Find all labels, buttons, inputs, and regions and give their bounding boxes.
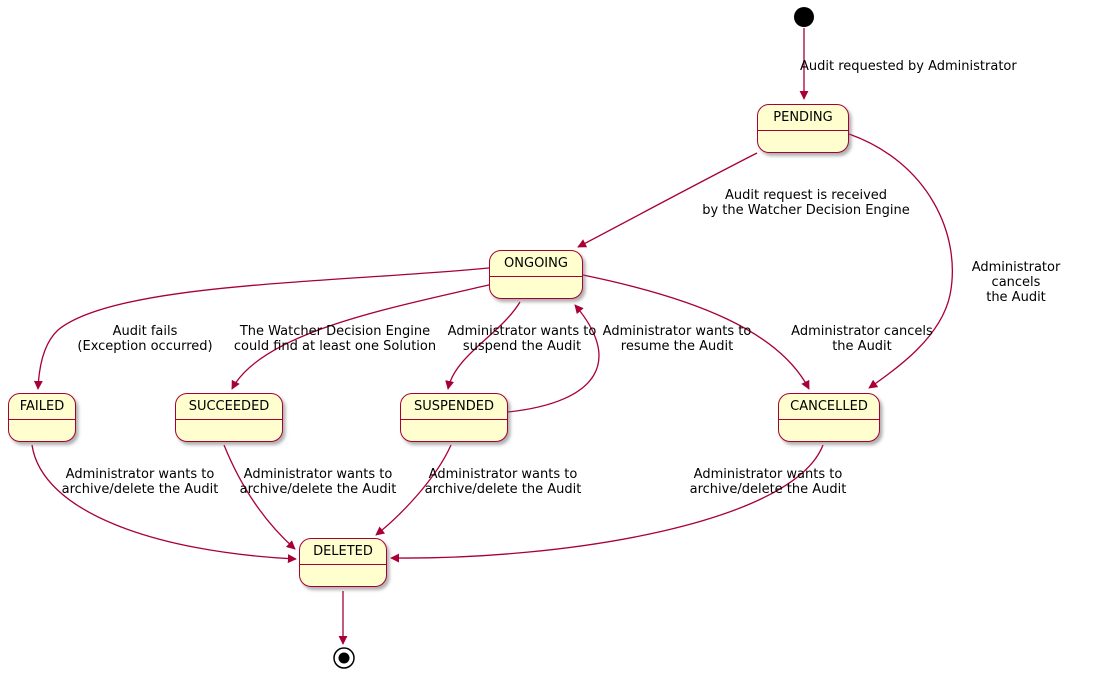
state-suspended-body: [401, 420, 507, 441]
edge-suspended-to-ongoing: [507, 304, 600, 413]
state-pending-label: PENDING: [758, 105, 848, 131]
final-state-dot: [333, 647, 355, 669]
label-ongoing-to-succeeded: The Watcher Decision Engine could find a…: [233, 324, 437, 354]
edge-ongoing-to-succeeded: [231, 283, 494, 390]
label-pending-to-ongoing: Audit request is received by the Watcher…: [702, 188, 910, 218]
state-succeeded: SUCCEEDED: [175, 393, 283, 442]
state-deleted-label: DELETED: [300, 539, 386, 565]
label-pending-to-cancelled: Administrator cancels the Audit: [971, 260, 1061, 305]
label-failed-to-deleted: Administrator wants to archive/delete th…: [61, 467, 219, 497]
edge-ongoing-to-suspended: [445, 301, 521, 390]
state-suspended-label: SUSPENDED: [401, 394, 507, 420]
state-succeeded-label: SUCCEEDED: [176, 394, 282, 420]
state-failed-label: FAILED: [9, 394, 75, 420]
state-deleted: DELETED: [299, 538, 387, 587]
label-cancelled-to-deleted: Administrator wants to archive/delete th…: [689, 467, 847, 497]
edge-pending-to-ongoing: [577, 152, 758, 248]
state-pending-body: [758, 131, 848, 152]
edge-failed-to-deleted: [31, 444, 297, 564]
label-ongoing-to-failed: Audit fails (Exception occurred): [77, 324, 213, 354]
edge-suspended-to-deleted: [375, 444, 452, 536]
state-pending: PENDING: [757, 104, 849, 153]
edge-ongoing-to-cancelled: [582, 274, 810, 390]
state-failed-body: [9, 420, 75, 441]
state-ongoing-label: ONGOING: [490, 251, 582, 277]
label-ongoing-to-cancelled: Administrator cancels the Audit: [791, 324, 933, 354]
state-ongoing-body: [490, 277, 582, 298]
state-cancelled: CANCELLED: [778, 393, 880, 442]
edge-cancelled-to-deleted: [390, 444, 824, 563]
state-suspended: SUSPENDED: [400, 393, 508, 442]
state-failed: FAILED: [8, 393, 76, 442]
state-cancelled-body: [779, 420, 879, 441]
label-succeeded-to-deleted: Administrator wants to archive/delete th…: [239, 467, 397, 497]
state-cancelled-label: CANCELLED: [779, 394, 879, 420]
initial-state-dot: [794, 7, 814, 27]
edge-succeeded-to-deleted: [223, 444, 296, 550]
label-ongoing-to-suspended: Administrator wants to suspend the Audit: [447, 324, 597, 354]
label-initial-to-pending: Audit requested by Administrator: [800, 59, 1017, 74]
state-succeeded-body: [176, 420, 282, 441]
label-suspended-to-ongoing: Administrator wants to resume the Audit: [602, 324, 752, 354]
label-suspended-to-deleted: Administrator wants to archive/delete th…: [424, 467, 582, 497]
state-ongoing: ONGOING: [489, 250, 583, 299]
edge-pending-to-cancelled: [848, 133, 953, 389]
edge-ongoing-to-failed: [33, 267, 490, 390]
state-deleted-body: [300, 565, 386, 586]
